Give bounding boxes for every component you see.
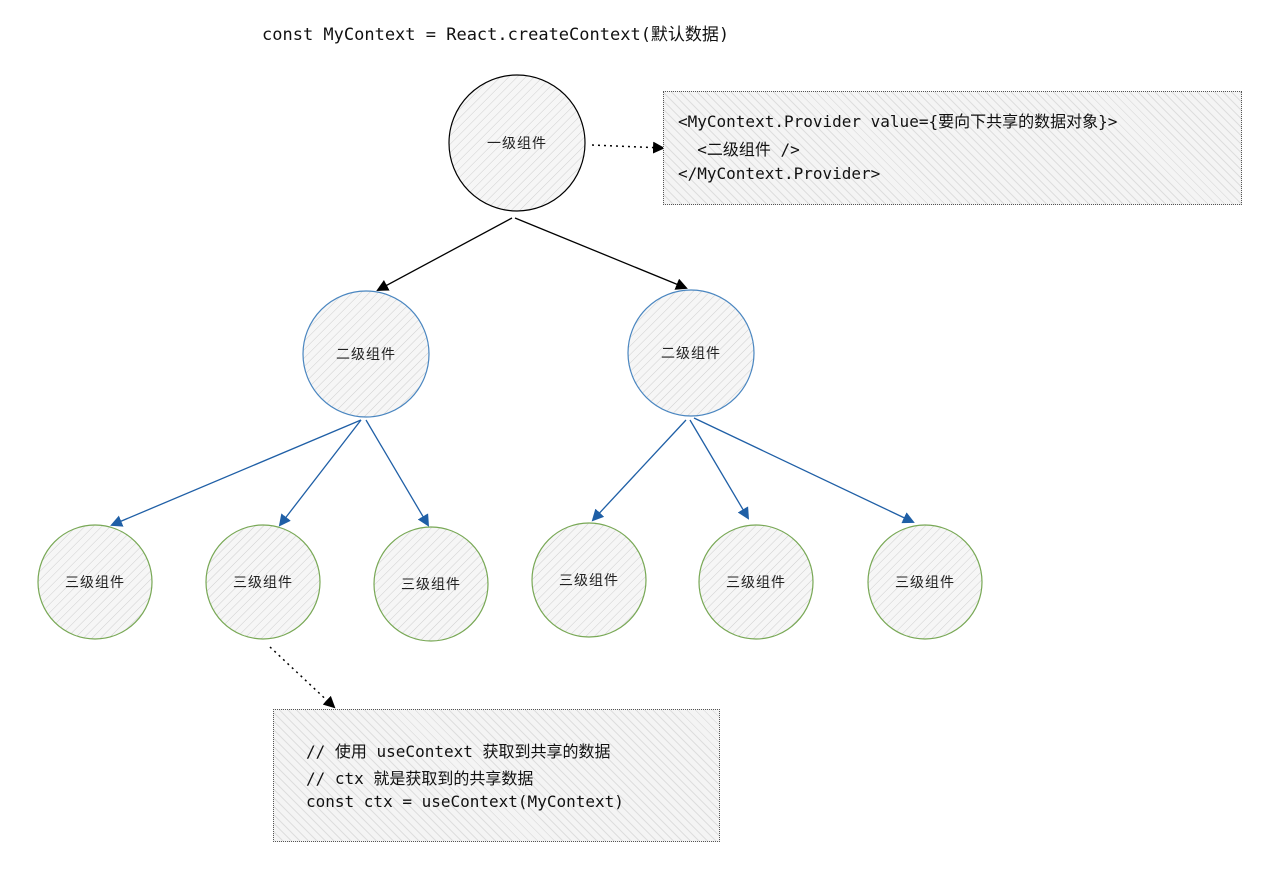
edge-l2right-to-l3-4: [591, 419, 687, 522]
provider-note-line-1: <MyContext.Provider value={要向下共享的数据对象}>: [678, 112, 1118, 131]
provider-note-connector: [591, 141, 665, 154]
level2-node-left-label: 二级组件: [336, 347, 396, 363]
consumer-note-line-3: const ctx = useContext(MyContext): [306, 792, 624, 811]
level1-node-label: 一级组件: [487, 136, 547, 152]
consumer-note-line-1: // 使用 useContext 获取到共享的数据: [306, 742, 611, 761]
provider-note: <MyContext.Provider value={要向下共享的数据对象}> …: [663, 91, 1242, 205]
level3-node-4: [531, 522, 647, 638]
level3-node-6-label: 三级组件: [895, 575, 955, 591]
edge-l2right-to-l3-5: [689, 419, 750, 520]
edge-l1-to-l2-left: [376, 217, 513, 291]
provider-note-line-3: </MyContext.Provider>: [678, 164, 881, 183]
level3-node-1-label: 三级组件: [65, 575, 125, 591]
level2-node-right: [627, 289, 755, 417]
level1-node: [448, 74, 586, 212]
level3-node-3: [373, 526, 489, 642]
level3-node-1: [37, 524, 153, 640]
level3-node-3-label: 三级组件: [401, 577, 461, 593]
provider-note-line-2: <二级组件 />: [678, 140, 800, 159]
level2-node-left: [302, 290, 430, 418]
consumer-note-line-2: // ctx 就是获取到的共享数据: [306, 769, 534, 788]
edge-l2left-to-l3-3: [365, 419, 430, 527]
level3-node-5: [698, 524, 814, 640]
edge-l2right-to-l3-6: [693, 417, 915, 524]
level3-node-6: [867, 524, 983, 640]
level2-node-right-label: 二级组件: [661, 346, 721, 362]
create-context-code: const MyContext = React.createContext(默认…: [262, 25, 730, 45]
edge-l2left-to-l3-1: [110, 419, 362, 527]
level3-node-2-label: 三级组件: [233, 575, 293, 591]
consumer-note: // 使用 useContext 获取到共享的数据 // ctx 就是获取到的共…: [273, 709, 720, 842]
edge-l2left-to-l3-2: [278, 419, 362, 527]
level3-node-2: [205, 524, 321, 640]
consumer-note-connector: [269, 646, 336, 709]
edge-l1-to-l2-right: [514, 217, 688, 290]
level3-node-4-label: 三级组件: [559, 573, 619, 589]
level3-node-5-label: 三级组件: [726, 575, 786, 591]
